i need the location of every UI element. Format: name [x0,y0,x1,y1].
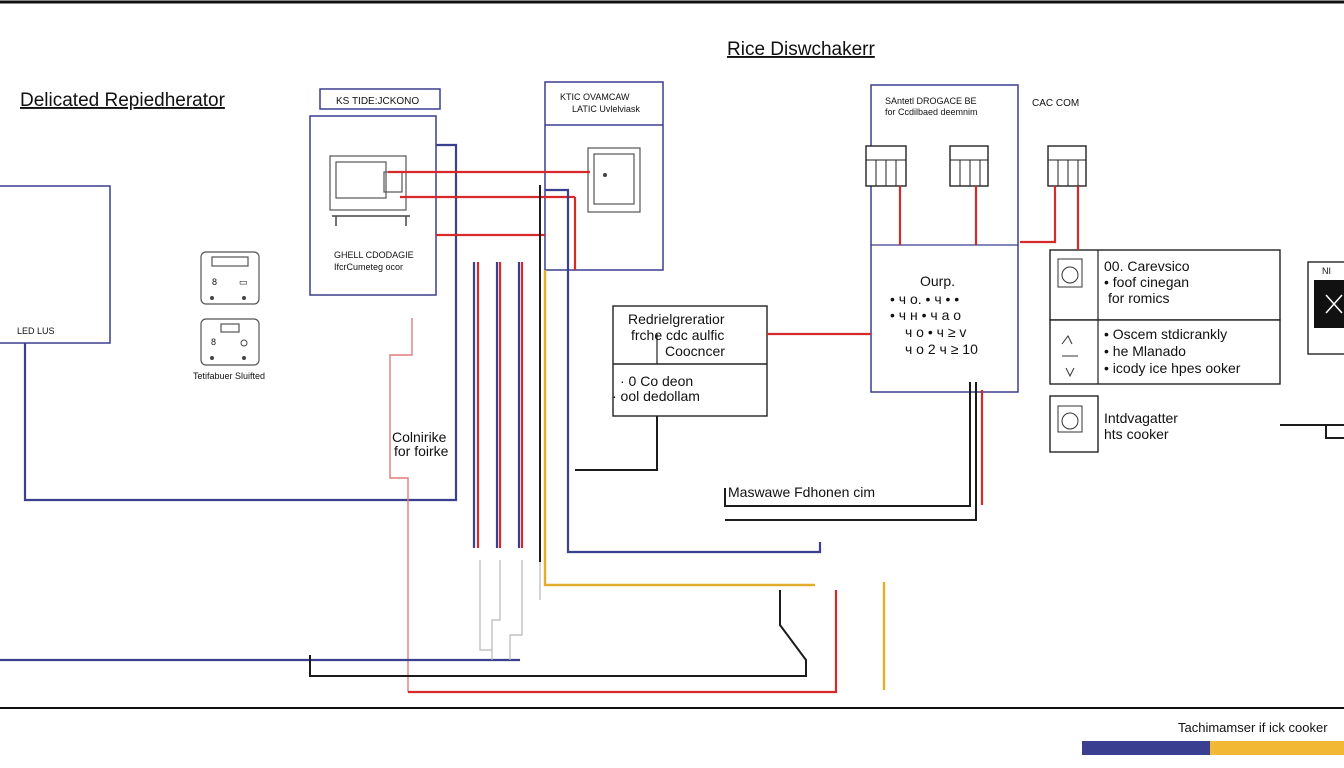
appliance-icon [1057,258,1083,288]
control-row-3: ч о • ч ≥ v [905,324,966,340]
refrigerator-line-2: frche cdc aulfic [631,327,724,343]
wire-black-bottom [309,590,807,677]
mid-box-tab-label: KS TIDE:JCKONO [336,96,419,107]
control-panel: SAntetl DROGACE BE for Ccdilbaed deemnim… [870,84,1019,393]
wire-blue-left-loop [23,143,458,502]
footer-caption: Tachimamser if ick cooker [1178,720,1328,735]
control-row-2: • ч н • ч а о [890,307,961,323]
breaker-1 [865,145,907,187]
right-edge-wire [1280,424,1344,439]
control-row-4: ч о 2 ч ≥ 10 [905,341,978,357]
legend-2-line-2: • he Mlanado [1104,343,1186,359]
left-heading: Delicated Repiedherator [20,90,226,111]
wire-blue-main [545,188,822,554]
side-note-2: for foirke [394,443,449,459]
right-edge-label: NI [1322,266,1331,276]
appliance-caption-2: IfcrCumeteg ocor [334,262,403,272]
control-header-2: for Ccdilbaed deemnim [885,107,978,117]
right-appliance-box [544,81,664,271]
wire-red-bottom [408,590,838,694]
legend-2-line-3: • icody ice hpes ooker [1104,360,1241,376]
right-box-header-2: LATIC Uvlelviask [572,104,640,114]
appliance-icon-large [329,155,410,226]
refrigerator-line-1: Redrielgreratior [628,311,725,327]
footer-bar-blue [1082,741,1210,755]
appliance-caption-1: GHELL CDODAGIE [334,250,414,260]
refrigerator-box: Redrielgreratior frche cdc aulfic Coocnc… [612,305,768,417]
microwave-label: Maswawe Fdhonen cim [728,484,875,500]
right-edge-device: NI [1307,261,1344,355]
wire-yellow-bus [543,270,815,587]
refrigerator-line-3: Coocncer [665,343,725,359]
switch-icon [1061,335,1078,378]
outlet-lower: 8 [200,318,260,366]
led-panel-label: LED LUS [17,326,55,336]
wires [0,143,1080,694]
breaker-3 [1047,145,1087,187]
side-note-1: Colnirike [392,429,447,445]
legend: 00. Carevsico • foof cinegan for romics … [1049,249,1281,453]
breaker-2 [949,145,989,187]
control-row-1: • ч о. • ч • • [890,291,959,307]
legend-3-line-1: Intdvagatter [1104,410,1178,426]
refrigerator-line-5: · ool dedollam [612,388,700,404]
legend-2-line-1: • Oscem stdicrankly [1104,326,1227,342]
cac-com-label: CAC COM [1032,98,1079,109]
appliance-box [309,115,437,296]
legend-1-line-3: for romics [1108,290,1169,306]
outlet-caption: Tetifabuer Sluifted [193,371,265,381]
diagram-title: Rice Diswchakerr [727,39,875,60]
outlet-upper: 8 ▭ [200,251,260,305]
legend-1-line-2: • foof cinegan [1104,274,1189,290]
svg-text:▭: ▭ [239,277,248,287]
svg-text:8: 8 [212,277,217,287]
mid-box-tab [319,88,441,110]
wire-pink-drop [389,318,413,692]
refrigerator-line-4: · 0 Co deon [620,373,693,389]
control-header-1: SAntetl DROGACE BE [885,96,977,106]
control-label: Ourp. [920,273,955,289]
right-box-header-1: KTIC OVAMCAW [560,92,630,102]
legend-3-line-2: hts cooker [1104,426,1169,442]
footer-bar-yellow [1210,741,1344,755]
cooker-icon [1057,405,1083,433]
led-panel: LED LUS [0,185,111,344]
switch-unit [587,147,641,213]
legend-1-line-1: 00. Carevsico [1104,258,1190,274]
svg-text:8: 8 [211,337,216,347]
